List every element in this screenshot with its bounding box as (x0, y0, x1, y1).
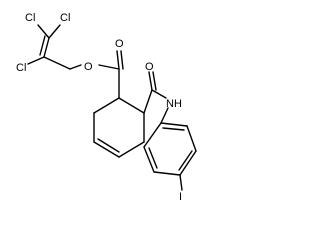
bond-ester-carbonyl-double-b (120, 50, 124, 70)
bond-nh-aryl (160, 107, 169, 124)
bond-ring-c6-c1 (118, 97, 145, 114)
bond-amide-carbonyl-nh (151, 89, 167, 99)
bond-amide-carbonyl-double-a (148, 71, 153, 91)
bond-vinyl-double-a (43, 37, 50, 58)
atom-labels: Cl Cl Cl O O O NH I (16, 12, 182, 203)
bond-aryl-iodine (179, 174, 183, 191)
bond-ester-carbonyl-double-a (116, 50, 120, 70)
bond-aryl-1-2 (143, 122, 162, 148)
atom-cl-left: Cl (16, 62, 26, 74)
bond-aryl-2-3 (143, 146, 155, 173)
bond-ring-amide-carbonyl (143, 89, 153, 114)
bond-ccl-left (27, 56, 45, 65)
bond-aryl-4-5 (179, 150, 197, 176)
atom-ester-oxygen-single: O (84, 61, 93, 73)
bonds (27, 24, 197, 191)
molecule-structure: Cl Cl Cl O O O NH I (16, 12, 197, 203)
bond-amide-carbonyl-double-b (152, 71, 157, 91)
atom-cl-top-left: Cl (25, 12, 35, 24)
bond-ch2-ester-o (69, 64, 82, 70)
bond-aryl-inner-6-1 (162, 127, 185, 131)
bond-vinyl-ch2 (43, 56, 71, 70)
atom-amide-oxygen: O (145, 61, 154, 73)
atom-iodine: I (179, 191, 182, 203)
bond-ring-c4-c5 (118, 141, 145, 158)
atom-cl-top-right: Cl (60, 12, 70, 24)
bond-vinyl-double-b (39, 35, 46, 56)
bond-aryl-5-6 (186, 125, 197, 152)
bond-ring-c3-c4-double-a (93, 141, 120, 158)
bond-aryl-inner-4-5 (178, 150, 193, 171)
bond-ring-c1-c2 (93, 97, 120, 114)
bond-ring-c3-c4-double-b (97, 138, 120, 153)
bond-ccl-upper-left (37, 24, 50, 39)
bond-aryl-inner-2-3 (148, 147, 158, 169)
bond-ccl-upper-right (48, 24, 61, 39)
atom-amide-nh: NH (166, 98, 182, 110)
bond-aryl-6-1 (160, 122, 188, 127)
atom-ester-oxygen-double: O (115, 38, 124, 50)
bond-aryl-3-4 (153, 171, 181, 176)
bond-ester-o-carbonyl (98, 64, 120, 70)
